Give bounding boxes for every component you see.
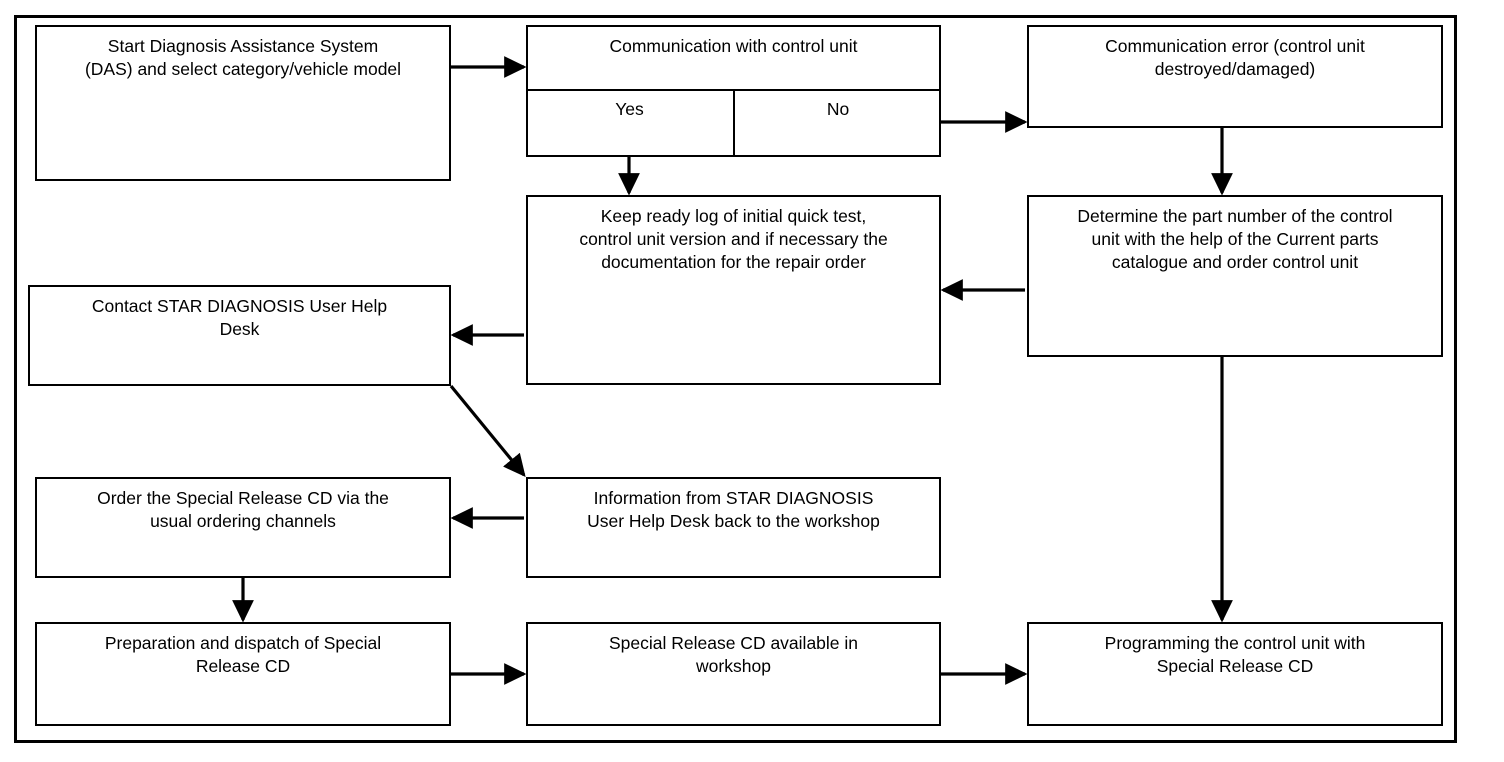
communication-error-node[interactable]: Communication error (control unit destro…: [1027, 25, 1443, 128]
start-diagnosis-node[interactable]: Start Diagnosis Assistance System (DAS) …: [35, 25, 451, 181]
cd-available-in-workshop-node[interactable]: Special Release CD available in workshop: [526, 622, 941, 726]
contact-help-desk-node[interactable]: Contact STAR DIAGNOSIS User Help Desk: [28, 285, 451, 386]
information-back-to-workshop-node-label: Information from STAR DIAGNOSIS User Hel…: [587, 488, 880, 532]
diagram-outer-frame: [14, 15, 1457, 743]
programming-control-unit-node[interactable]: Programming the control unit with Specia…: [1027, 622, 1443, 726]
contact-help-desk-node-label: Contact STAR DIAGNOSIS User Help Desk: [91, 296, 388, 340]
preparation-dispatch-node[interactable]: Preparation and dispatch of Special Rele…: [35, 622, 451, 726]
cd-available-in-workshop-node-label: Special Release CD available in workshop: [608, 633, 859, 677]
communication-error-node-label: Communication error (control unit destro…: [1105, 36, 1365, 80]
keep-ready-log-node-label: Keep ready log of initial quick test, co…: [579, 206, 888, 273]
determine-part-number-node-label: Determine the part number of the control…: [1077, 206, 1393, 273]
decision-cell-yes[interactable]: Yes: [526, 89, 733, 157]
determine-part-number-node[interactable]: Determine the part number of the control…: [1027, 195, 1443, 357]
communication-with-control-unit-node-label: Communication with control unit: [609, 36, 858, 56]
keep-ready-log-node[interactable]: Keep ready log of initial quick test, co…: [526, 195, 941, 385]
start-diagnosis-node-label: Start Diagnosis Assistance System (DAS) …: [84, 36, 402, 80]
decision-cell-no-label: No: [826, 99, 850, 119]
order-special-release-cd-node-label: Order the Special Release CD via the usu…: [97, 488, 389, 532]
order-special-release-cd-node[interactable]: Order the Special Release CD via the usu…: [35, 477, 451, 578]
information-back-to-workshop-node[interactable]: Information from STAR DIAGNOSIS User Hel…: [526, 477, 941, 578]
programming-control-unit-node-label: Programming the control unit with Specia…: [1104, 633, 1366, 677]
preparation-dispatch-node-label: Preparation and dispatch of Special Rele…: [104, 633, 382, 677]
decision-cell-no[interactable]: No: [733, 89, 941, 157]
decision-cell-yes-label: Yes: [615, 99, 644, 119]
